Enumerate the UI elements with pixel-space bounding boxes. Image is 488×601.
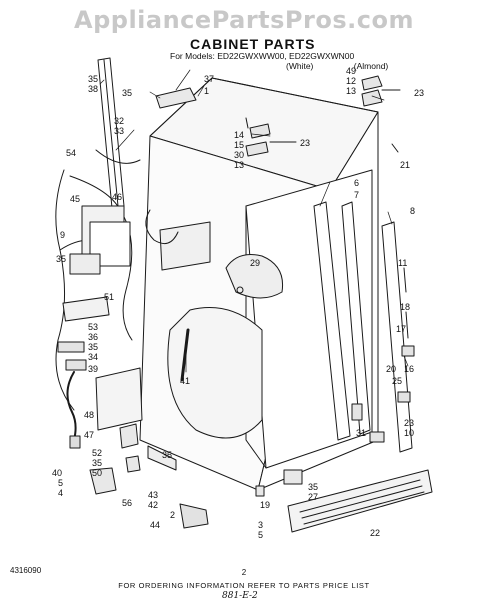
callout-51: 51 — [104, 292, 114, 302]
callout-13: 13 — [234, 160, 244, 170]
callout-50: 50 — [92, 468, 102, 478]
callout-10: 10 — [404, 428, 414, 438]
callout-45: 45 — [70, 194, 80, 204]
callout-34: 34 — [88, 352, 98, 362]
callout-27: 27 — [308, 492, 318, 502]
callout-23: 23 — [300, 138, 310, 148]
callout-46: 46 — [112, 192, 122, 202]
model-list: For Models: ED22GWXWW00, ED22GWXWN00 (Wh… — [170, 51, 388, 71]
top-cover-37 — [155, 87, 197, 109]
callout-17: 17 — [396, 324, 406, 334]
callout-35: 35 — [92, 458, 102, 468]
callout-53: 53 — [88, 322, 98, 332]
callout-23: 23 — [404, 418, 414, 428]
callout-35: 35 — [88, 74, 98, 84]
callout-31: 31 — [356, 428, 366, 438]
variant-white: (White) — [286, 61, 314, 71]
callout-19: 19 — [260, 500, 270, 510]
variant-almond: (Almond) — [353, 61, 389, 71]
callout-25: 25 — [392, 376, 402, 386]
callout-5: 5 — [258, 530, 263, 540]
page-title: CABINET PARTS — [190, 36, 316, 52]
right-side-parts — [255, 267, 415, 497]
ordering-note: FOR ORDERING INFORMATION REFER TO PARTS … — [118, 581, 370, 590]
callout-6: 6 — [354, 178, 359, 188]
callout-36: 36 — [88, 332, 98, 342]
handwritten-note: 881-E-2 — [222, 591, 258, 601]
callout-33: 33 — [114, 126, 124, 136]
watermark: AppliancePartsPros.com — [74, 6, 414, 34]
callout-22: 22 — [370, 528, 380, 538]
callout-23: 23 — [414, 88, 424, 98]
callout-52: 52 — [92, 448, 102, 458]
callout-49: 49 — [346, 66, 356, 76]
callout-21: 21 — [400, 160, 410, 170]
callout-18: 18 — [400, 302, 410, 312]
callout-38: 38 — [88, 84, 98, 94]
callout-39: 39 — [88, 364, 98, 374]
callout-37: 37 — [204, 74, 214, 84]
callout-12: 12 — [346, 76, 356, 86]
top-hinge-parts — [245, 75, 401, 157]
callout-4: 4 — [58, 488, 63, 498]
variant-line: (White) (Almond) — [170, 61, 388, 71]
document-number: 4316090 — [10, 566, 42, 575]
callout-29: 29 — [250, 258, 260, 268]
leader-lines — [99, 69, 409, 373]
callout-1: 1 — [204, 86, 209, 96]
callout-11: 11 — [398, 258, 407, 268]
callout-35: 35 — [122, 88, 132, 98]
callout-7: 7 — [354, 190, 359, 200]
callout-43: 43 — [148, 490, 158, 500]
callout-13: 13 — [346, 86, 356, 96]
callout-30: 30 — [234, 150, 244, 160]
callout-9: 9 — [60, 230, 65, 240]
callout-48: 48 — [84, 410, 94, 420]
page-number: 2 — [241, 568, 247, 577]
callout-3: 3 — [258, 520, 263, 530]
callout-2: 2 — [170, 510, 175, 520]
callout-15: 15 — [234, 140, 244, 150]
callout-32: 32 — [114, 116, 124, 126]
lower-left-parts — [57, 341, 209, 529]
base-grille-22 — [287, 469, 433, 533]
callout-35: 35 — [308, 482, 318, 492]
callout-16: 16 — [404, 364, 414, 374]
callout-41: 41 — [180, 376, 190, 386]
callout-56: 56 — [122, 498, 132, 508]
callout-44: 44 — [150, 520, 160, 530]
callout-54: 54 — [66, 148, 76, 158]
callout-40: 40 — [52, 468, 62, 478]
callout-20: 20 — [386, 364, 396, 374]
callout-47: 47 — [84, 430, 94, 440]
callout-numbers: 49 12 13 23 35 38 35 37 1 32 33 14 15 23… — [52, 66, 424, 540]
callout-35: 35 — [88, 342, 98, 352]
callout-42: 42 — [148, 500, 158, 510]
callout-14: 14 — [234, 130, 244, 140]
callout-35: 35 — [162, 450, 172, 460]
models-line: For Models: ED22GWXWW00, ED22GWXWN00 — [170, 51, 355, 61]
callout-8: 8 — [410, 206, 415, 216]
callout-5: 5 — [58, 478, 63, 488]
callout-35: 35 — [56, 254, 66, 264]
wiring-harness — [55, 149, 141, 411]
